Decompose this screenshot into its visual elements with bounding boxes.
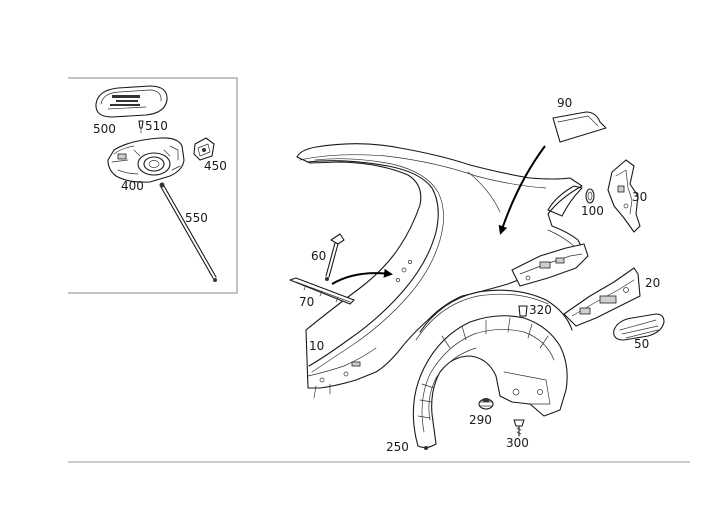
label-320: 320 — [529, 303, 552, 317]
grommet — [585, 188, 595, 204]
mounting-strap — [325, 233, 345, 281]
label-70: 70 — [299, 295, 314, 309]
fuel-flap-cover — [95, 85, 168, 118]
taillight-panel — [511, 243, 589, 287]
label-250: 250 — [386, 440, 409, 454]
side-reflector — [613, 313, 665, 341]
label-90: 90 — [557, 96, 572, 110]
label-550: 550 — [185, 211, 208, 225]
label-10: 10 — [309, 339, 324, 353]
lower-rear-panel — [563, 267, 641, 327]
fuel-flap-pin — [138, 120, 144, 134]
rear-bracket — [607, 159, 641, 233]
label-100: 100 — [581, 204, 604, 218]
label-50: 50 — [634, 337, 649, 351]
inset-frame — [68, 77, 238, 294]
label-450: 450 — [204, 159, 227, 173]
label-60: 60 — [311, 249, 326, 263]
liner-fastener — [478, 398, 494, 410]
fuel-filler-housing — [107, 137, 185, 183]
c-pillar-trim — [552, 111, 607, 143]
label-510: 510 — [145, 119, 168, 133]
sill-trim-strip — [289, 277, 355, 305]
trim-arrow — [498, 145, 546, 235]
label-30: 30 — [632, 190, 647, 204]
label-20: 20 — [645, 276, 660, 290]
label-290: 290 — [469, 413, 492, 427]
label-300: 300 — [506, 436, 529, 450]
liner-screw — [513, 419, 525, 437]
flap-actuator — [193, 137, 215, 161]
label-400: 400 — [121, 179, 144, 193]
drain-hose — [159, 182, 217, 282]
label-500: 500 — [93, 122, 116, 136]
strip-arrow — [331, 268, 393, 285]
wheel-arch-liner — [412, 315, 568, 450]
